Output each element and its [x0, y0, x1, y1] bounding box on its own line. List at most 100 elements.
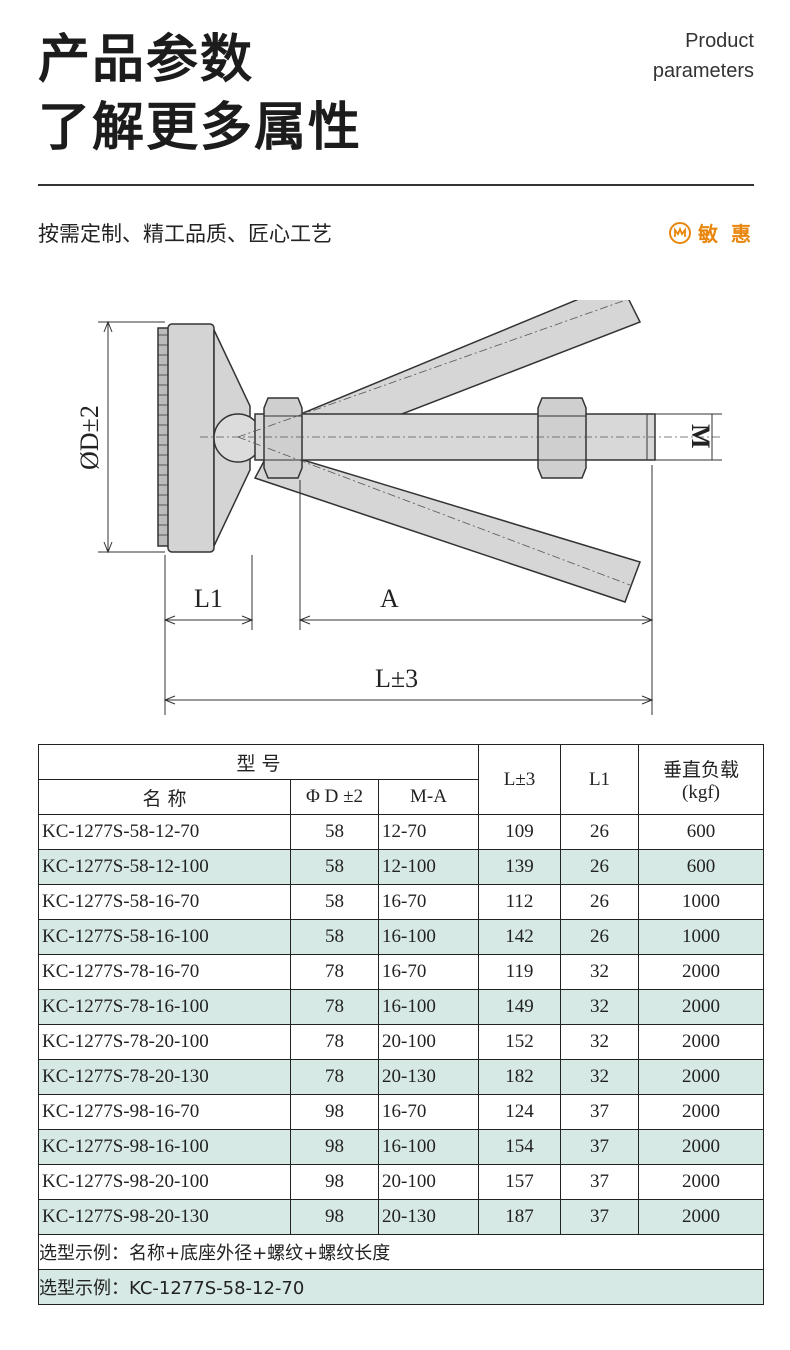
cell-l: 124 [478, 1094, 561, 1130]
cell-l: 157 [478, 1164, 561, 1200]
cell-ma: 20-100 [378, 1024, 479, 1060]
cell-ma: 16-100 [378, 1129, 479, 1165]
cell-l: 142 [478, 919, 561, 955]
cell-l1: 26 [560, 919, 639, 955]
cell-l1: 32 [560, 1059, 639, 1095]
cell-l1: 32 [560, 1024, 639, 1060]
brand-name: 敏 惠 [698, 222, 754, 246]
cell-l1: 37 [560, 1094, 639, 1130]
cell-ma: 20-130 [378, 1199, 479, 1235]
header-load-line2: (kgf) [682, 782, 720, 803]
header-load: 垂直负载 (kgf) [638, 744, 764, 815]
cell-ma: 16-70 [378, 884, 479, 920]
cell-phi-d: 58 [290, 814, 379, 850]
upper-nut [537, 397, 587, 479]
cell-load: 600 [638, 814, 764, 850]
dim-label-l: L±3 [375, 664, 418, 693]
cell-load: 600 [638, 849, 764, 885]
base-disk [167, 323, 215, 553]
cell-load: 2000 [638, 1094, 764, 1130]
cell-name: KC-1277S-58-12-70 [38, 814, 291, 850]
cell-l1: 37 [560, 1164, 639, 1200]
selection-example-format: 选型示例：名称+底座外径+螺纹+螺纹长度 [38, 1234, 764, 1270]
cell-l1: 32 [560, 989, 639, 1025]
cell-name: KC-1277S-78-16-70 [38, 954, 291, 990]
cell-load: 2000 [638, 954, 764, 990]
cell-ma: 12-100 [378, 849, 479, 885]
cell-ma: 16-100 [378, 989, 479, 1025]
cell-load: 1000 [638, 919, 764, 955]
cell-name: KC-1277S-98-20-100 [38, 1164, 291, 1200]
cell-name: KC-1277S-58-16-70 [38, 884, 291, 920]
cell-phi-d: 98 [290, 1094, 379, 1130]
header-phi-d: Φ D ±2 [290, 779, 379, 815]
cell-l: 187 [478, 1199, 561, 1235]
cell-load: 2000 [638, 989, 764, 1025]
cell-name: KC-1277S-78-20-100 [38, 1024, 291, 1060]
cell-phi-d: 78 [290, 1059, 379, 1095]
cell-load: 2000 [638, 1164, 764, 1200]
cell-l1: 37 [560, 1129, 639, 1165]
brand-logo: 敏 惠 [668, 218, 754, 247]
dim-label-diameter: ØD±2 [75, 405, 104, 470]
cell-l1: 32 [560, 954, 639, 990]
header-model: 型 号 [38, 744, 479, 780]
cell-ma: 16-70 [378, 954, 479, 990]
cell-load: 2000 [638, 1129, 764, 1165]
cell-phi-d: 78 [290, 954, 379, 990]
cell-l: 119 [478, 954, 561, 990]
cell-ma: 20-100 [378, 1164, 479, 1200]
cell-phi-d: 58 [290, 884, 379, 920]
cell-ma: 16-100 [378, 919, 479, 955]
cell-phi-d: 58 [290, 919, 379, 955]
cell-l1: 26 [560, 814, 639, 850]
cell-name: KC-1277S-78-16-100 [38, 989, 291, 1025]
cell-name: KC-1277S-98-16-100 [38, 1129, 291, 1165]
subtitle: 按需定制、精工品质、匠心工艺 [38, 222, 332, 246]
cell-load: 2000 [638, 1059, 764, 1095]
header-l1: L1 [560, 744, 639, 815]
cell-phi-d: 98 [290, 1199, 379, 1235]
page-title-line2: 了解更多属性 [38, 98, 363, 158]
brand-logo-icon [669, 221, 692, 244]
cell-l: 109 [478, 814, 561, 850]
cell-l1: 37 [560, 1199, 639, 1235]
dim-label-a: A [380, 584, 399, 613]
cell-l: 154 [478, 1129, 561, 1165]
cell-name: KC-1277S-98-20-130 [38, 1199, 291, 1235]
header-ma: M-A [378, 779, 479, 815]
cell-l: 149 [478, 989, 561, 1025]
dim-label-m: M [686, 424, 715, 449]
cell-load: 1000 [638, 884, 764, 920]
lower-tilted-rod [253, 449, 641, 603]
cell-phi-d: 78 [290, 1024, 379, 1060]
cell-phi-d: 78 [290, 989, 379, 1025]
header-divider [38, 184, 754, 186]
cell-name: KC-1277S-78-20-130 [38, 1059, 291, 1095]
header-load-line1: 垂直负载 [662, 759, 739, 781]
cell-load: 2000 [638, 1199, 764, 1235]
cell-ma: 12-70 [378, 814, 479, 850]
cell-phi-d: 58 [290, 849, 379, 885]
english-title-line1: Product [685, 30, 754, 52]
spec-table: 型 号 L±3 L1 垂直负载 (kgf) 名 称 Φ D ±2 M-A KC-… [38, 744, 764, 1305]
cell-l: 182 [478, 1059, 561, 1095]
cell-name: KC-1277S-58-12-100 [38, 849, 291, 885]
selection-example-value: 选型示例：KC-1277S-58-12-70 [38, 1269, 764, 1305]
dim-label-l1: L1 [194, 584, 223, 613]
cell-ma: 20-130 [378, 1059, 479, 1095]
header-name: 名 称 [38, 779, 291, 815]
cell-name: KC-1277S-98-16-70 [38, 1094, 291, 1130]
page-title-line1: 产品参数 [38, 30, 255, 90]
cell-l1: 26 [560, 884, 639, 920]
